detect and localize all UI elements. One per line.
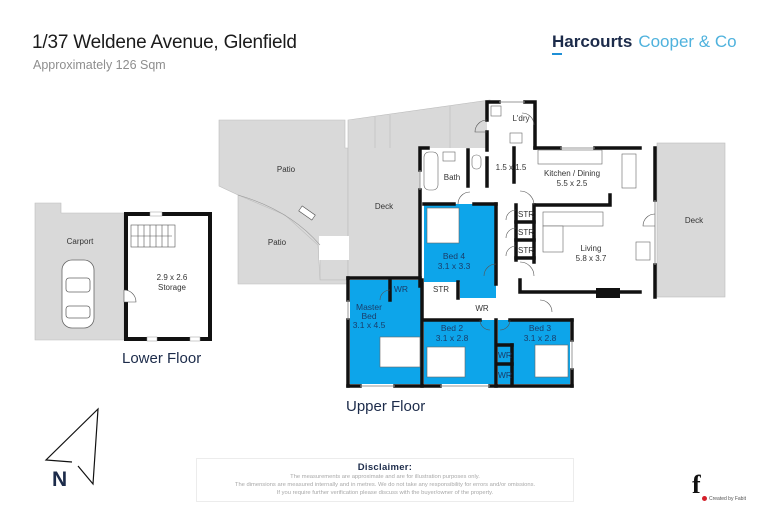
room-label-patio-1: Patio [277, 165, 296, 174]
fabit-dot-icon [702, 496, 707, 501]
fabit-logo-icon: f [692, 470, 701, 499]
room-label-hall-wr: WR [475, 304, 489, 313]
room-label-deck-west: Deck [375, 202, 394, 211]
room-label-str-3: STR [518, 246, 534, 255]
disclaimer-line-2: The dimensions are measured internally a… [234, 482, 536, 488]
bath-sink [442, 151, 456, 162]
room-label-str-2: STR [518, 228, 534, 237]
bathtub [423, 151, 439, 191]
bed-master [379, 336, 421, 368]
room-label-str-1: STR [518, 210, 534, 219]
hall-storage [424, 282, 458, 298]
fabit-credit-text: Created by Fabit [709, 496, 746, 502]
tv-unit [635, 241, 651, 261]
room-label-patio-2: Patio [268, 238, 287, 247]
room-dims-storage: 2.9 x 2.6 [157, 273, 188, 282]
room-label-kitchen: Kitchen / Dining [544, 169, 600, 178]
patio-lower [237, 194, 349, 285]
room-dims-kitchen: 5.5 x 2.5 [557, 179, 588, 188]
agency-logo: Harcourts Cooper & Co [552, 32, 737, 52]
room-label-master-1: Master [356, 302, 382, 312]
property-address-title: 1/37 Weldene Avenue, Glenfield [32, 32, 297, 53]
master-bedroom [350, 280, 422, 384]
toilet [471, 154, 482, 170]
room-label-bath: Bath [444, 173, 460, 182]
disclaimer-line-3: If you require further verification plea… [276, 490, 494, 496]
disclaimer-heading: Disclaimer: [357, 462, 413, 473]
upper-floor-plan: Patio Patio Deck Deck L'dry Bath 1.5 x 1… [268, 100, 704, 388]
room-label-living: Living [581, 244, 602, 253]
room-label-storage: Storage [158, 283, 187, 292]
room-label-master-2: Bed [361, 311, 376, 321]
room-label-laundry: L'dry [512, 114, 529, 123]
room-label-wr-b: WR [498, 370, 512, 380]
room-dims-master: 3.1 x 4.5 [353, 320, 386, 330]
property-area-subtitle: Approximately 126 Sqm [33, 58, 166, 72]
room-dims-bed3: 3.1 x 2.8 [524, 333, 557, 343]
stairs-icon [130, 224, 176, 248]
room-label-carport: Carport [67, 237, 94, 246]
washing-machine [490, 105, 502, 117]
storage-door [123, 289, 137, 303]
bed-2 [426, 346, 466, 378]
room-label-bed3: Bed 3 [529, 323, 551, 333]
disclaimer-line-1: The measurements are approximate and are… [290, 474, 480, 480]
car-icon [61, 259, 95, 329]
kitchen-bench [537, 149, 603, 165]
room-label-bed4: Bed 4 [443, 251, 465, 261]
agency-logo-bold: Harcourts [552, 32, 633, 51]
room-dims-bed2: 3.1 x 2.8 [436, 333, 469, 343]
room-dims-living: 5.8 x 3.7 [576, 254, 607, 263]
upper-floor-label: Upper Floor [346, 398, 426, 415]
room-label-bed2: Bed 2 [441, 323, 463, 333]
lower-floor-plan: Carport 2.9 x 2.6 Storage [34, 202, 212, 342]
dining-table [621, 153, 637, 189]
laundry-tub [509, 132, 523, 144]
compass-north-letter: N [52, 468, 68, 491]
deck-east [656, 142, 726, 298]
north-arrow-icon [44, 407, 99, 486]
bed-3 [534, 344, 569, 378]
fireplace [596, 288, 620, 298]
room-dims-toilet: 1.5 x 1.5 [496, 163, 527, 172]
storage-room [124, 212, 212, 341]
room-label-deck-east: Deck [685, 216, 704, 225]
lower-floor-label: Lower Floor [122, 350, 202, 367]
room-label-str-hall: STR [433, 285, 449, 294]
room-label-wr-a: WR [498, 350, 512, 360]
bed-4 [426, 207, 460, 244]
room-label-master-wr: WR [394, 284, 408, 294]
disclaimer-box: Disclaimer: The measurements are approxi… [196, 458, 574, 502]
room-dims-bed4: 3.1 x 3.3 [438, 261, 471, 271]
sofa [542, 211, 604, 227]
agency-logo-light: Cooper & Co [638, 32, 737, 51]
